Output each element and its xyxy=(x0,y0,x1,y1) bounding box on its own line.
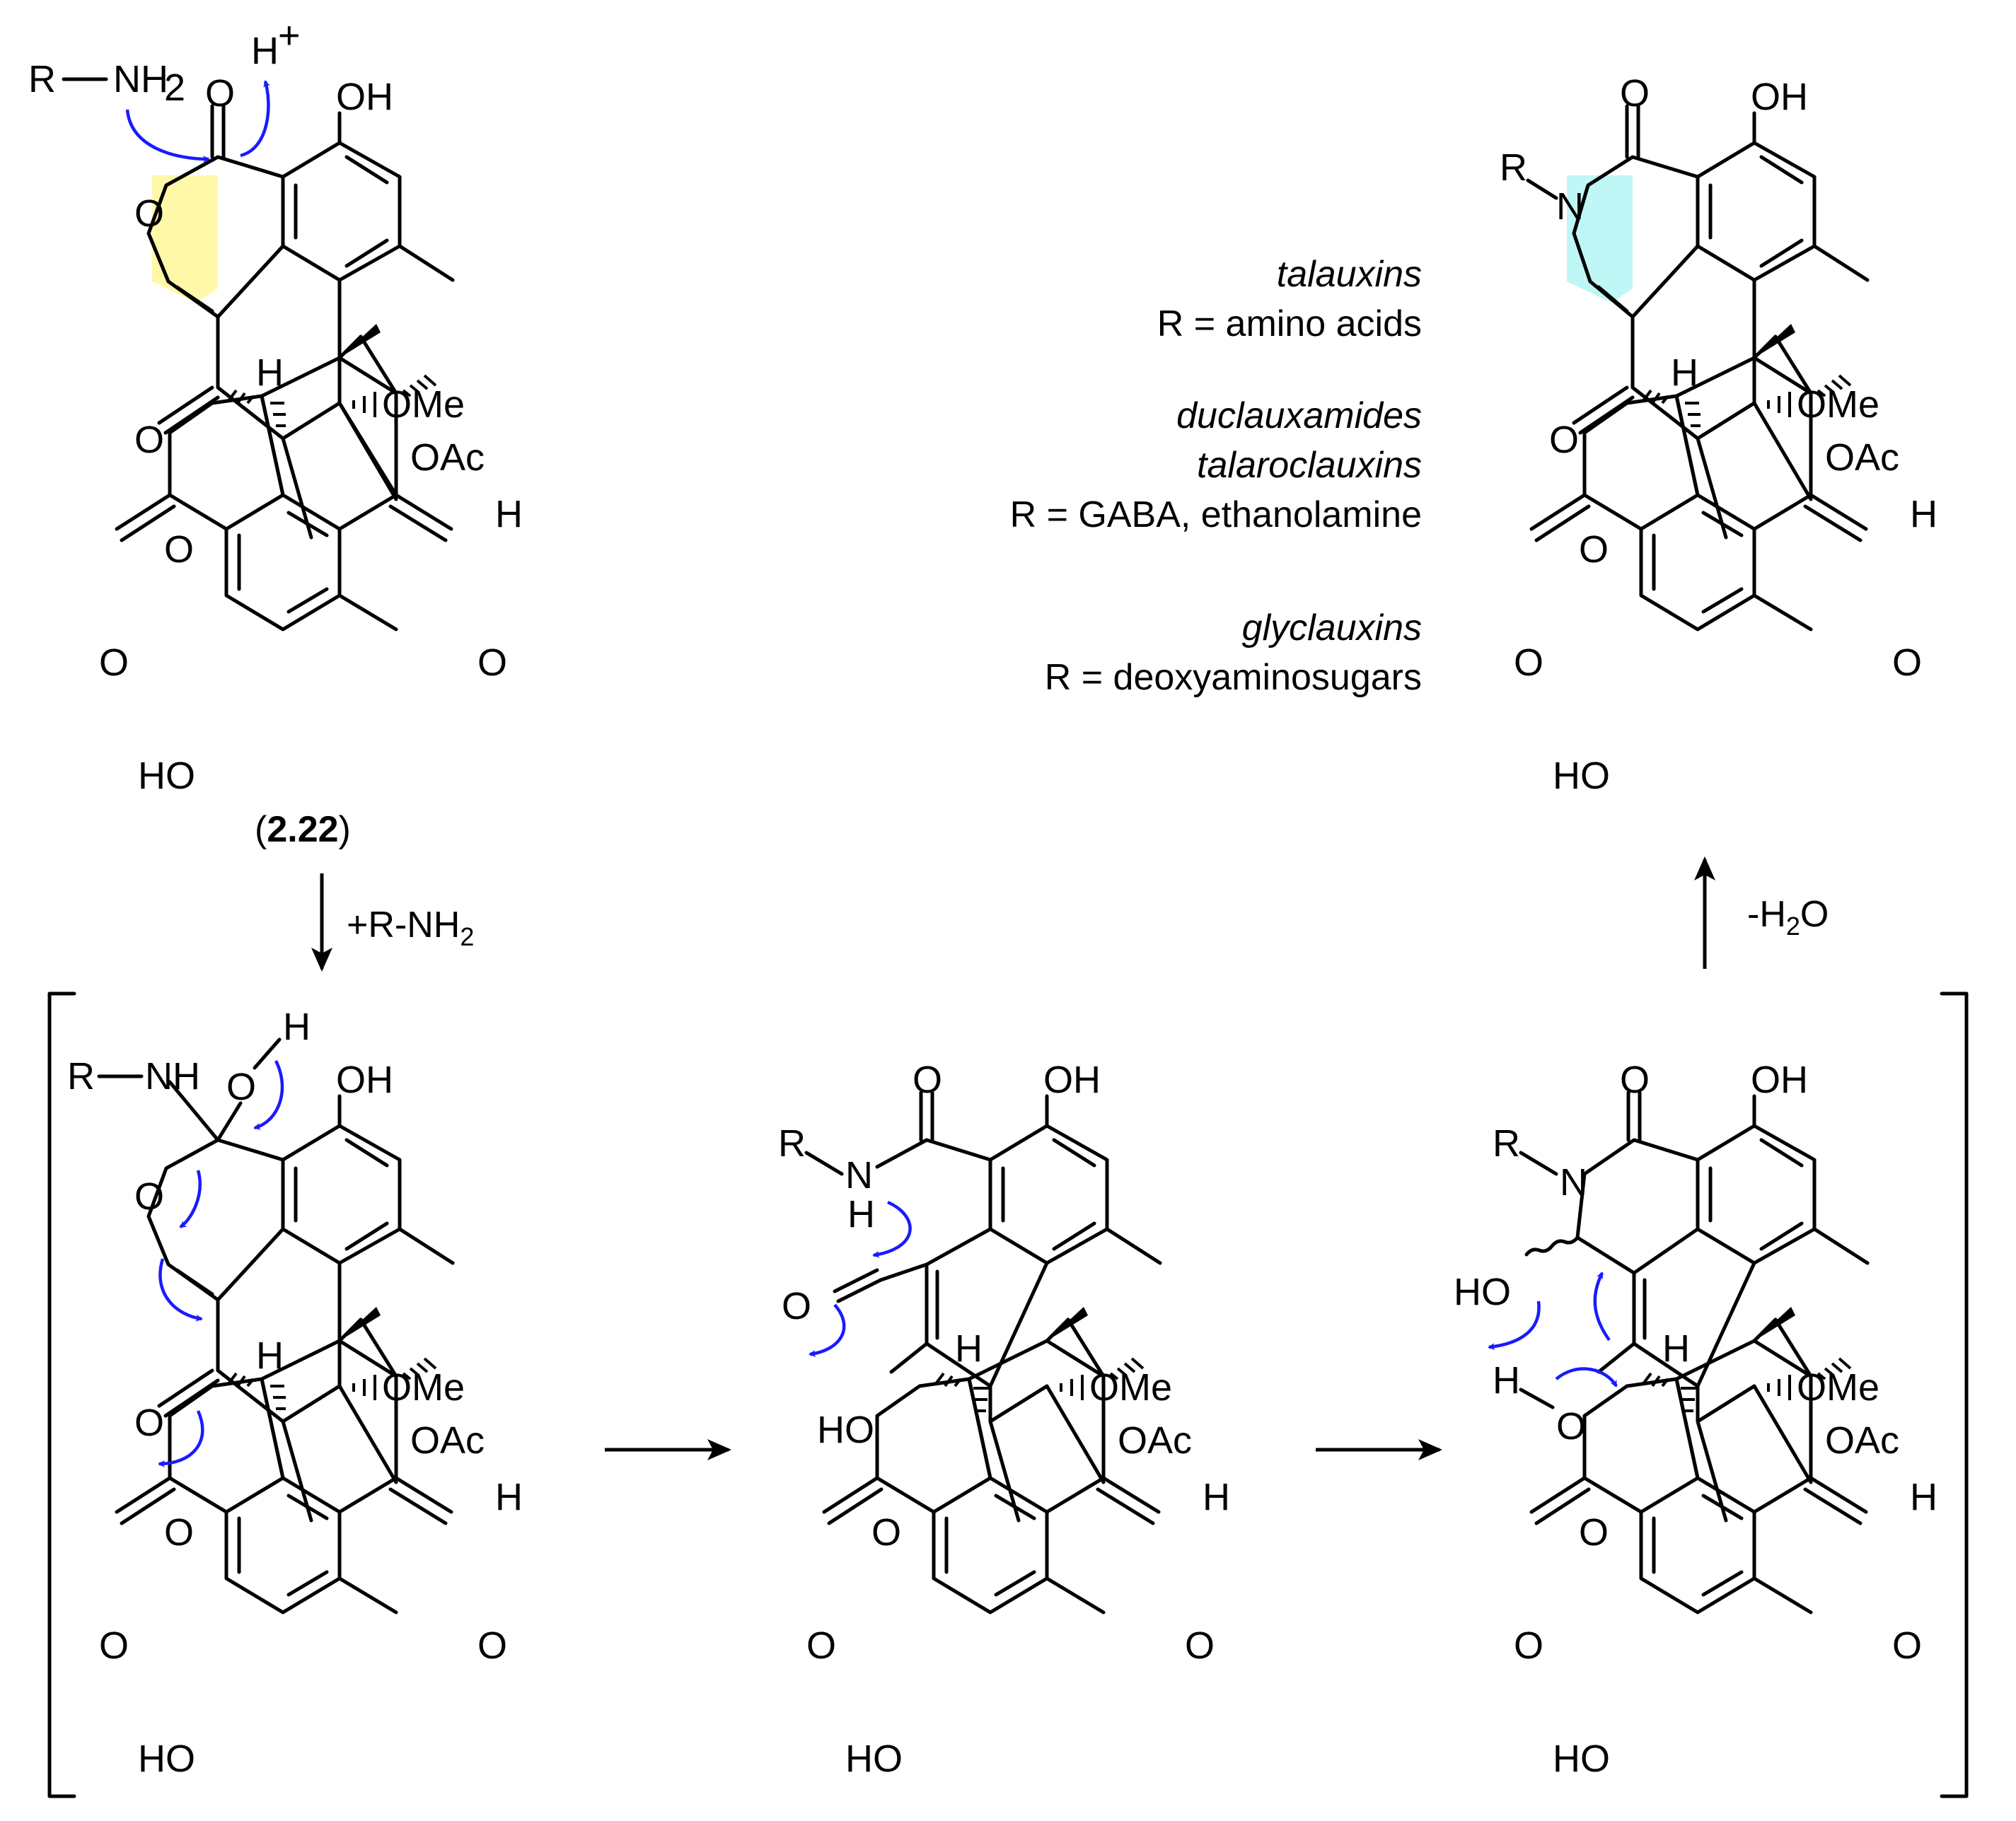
lactone-o-label: O xyxy=(1579,528,1609,571)
ho-label: HO xyxy=(1553,755,1610,797)
family-desc-glyclauxins: R = deoxyaminosugars xyxy=(1045,657,1422,698)
ome-label: OMe xyxy=(382,383,465,426)
oac-label: OAc xyxy=(410,1419,485,1462)
enol-o-label: O xyxy=(1556,1405,1586,1448)
ome-label: OMe xyxy=(1089,1366,1172,1409)
lactam-o-label: O xyxy=(1620,1059,1650,1101)
product-families: talauxins R = amino acids duclauxamides … xyxy=(1010,254,1422,698)
amide-h-label: H xyxy=(847,1193,875,1235)
proton-plus: + xyxy=(278,14,301,57)
ketone-o-label: O xyxy=(1892,1624,1922,1667)
r-label: R xyxy=(1493,1122,1520,1165)
family-name-talauxins: talauxins xyxy=(1277,254,1422,295)
amide-n-label: N xyxy=(845,1154,873,1197)
family-name-duclauxamides: duclauxamides xyxy=(1176,395,1422,436)
oh-label: OH xyxy=(1751,1059,1808,1101)
hemiaminal-ho-label: HO xyxy=(1454,1271,1511,1313)
lactone-co-label: O xyxy=(806,1624,836,1667)
left-bracket xyxy=(47,991,76,1798)
amide-o-label: O xyxy=(913,1059,942,1101)
product-structure: OH O R N O H OMe OAc H O O O HO xyxy=(1500,72,1937,797)
structure-2-22: OH O O O H OMe OAc H O O O HO R NH 2 H +… xyxy=(28,14,523,850)
intermediate-1: OH O H R NH O O H OMe OAc H O O O HO xyxy=(67,1006,523,1780)
step-1-label: +R-NH2 xyxy=(347,904,474,951)
aldehyde-o-label: O xyxy=(782,1285,811,1327)
hydroxyl-o-label: O xyxy=(226,1066,256,1108)
oac-label: OAc xyxy=(1118,1419,1192,1462)
r-label: R xyxy=(778,1122,806,1165)
ome-label: OMe xyxy=(1797,383,1879,426)
compound-label: (2.22) xyxy=(255,809,351,850)
lactone-co-label: O xyxy=(99,641,129,684)
h-label-2: H xyxy=(495,493,523,535)
family-desc-duclauxamides: R = GABA, ethanolamine xyxy=(1010,494,1422,535)
ketone-o-label: O xyxy=(1549,419,1579,461)
h-label-2: H xyxy=(1910,493,1937,535)
family-name-glyclauxins: glyclauxins xyxy=(1242,607,1422,648)
intermediate-2: OH O R N H O H HO OMe OAc H O O O HO xyxy=(778,1059,1230,1780)
h-label-2: H xyxy=(1203,1476,1230,1518)
hydroxyl-h-label: H xyxy=(283,1006,311,1048)
lactone-o-label: O xyxy=(164,1511,194,1554)
ketone-o-label: O xyxy=(134,419,164,461)
ring-o-label: O xyxy=(134,192,164,235)
h-label: H xyxy=(256,1334,284,1377)
ho-label: HO xyxy=(138,1738,195,1780)
lactam-n-label: N xyxy=(1560,1161,1587,1204)
ketone-o-label-2: O xyxy=(1892,641,1922,684)
step-4-label: -H2O xyxy=(1747,894,1829,941)
reagent-nh2-label: NH xyxy=(113,58,168,100)
h-label-2: H xyxy=(495,1476,523,1518)
family-name-talaroclauxins: talaroclauxins xyxy=(1197,445,1422,486)
r-label: R xyxy=(67,1055,95,1098)
right-bracket xyxy=(1940,991,1969,1798)
carbonyl-o-label: O xyxy=(205,72,235,115)
h-label: H xyxy=(1662,1327,1690,1370)
h-label: H xyxy=(256,351,284,394)
ring-o-label: O xyxy=(134,1175,164,1218)
reagent-nh2-sub: 2 xyxy=(164,66,185,109)
ome-label: OMe xyxy=(382,1366,465,1409)
oh-label: OH xyxy=(336,1059,393,1101)
family-desc-talauxins: R = amino acids xyxy=(1157,303,1422,344)
lactone-o-label: O xyxy=(871,1511,901,1554)
intermediate-3: OH O R N HO H H O OMe OAc H O O O HO xyxy=(1454,1059,1937,1780)
ketone-o-label: O xyxy=(1185,1624,1215,1667)
h-label: H xyxy=(1671,351,1698,394)
proton-label: H xyxy=(251,30,279,72)
ho-label: HO xyxy=(845,1738,903,1780)
reagent-r-label: R xyxy=(28,58,56,100)
lactone-o-label: O xyxy=(164,528,194,571)
ketone-o-label-2: O xyxy=(477,1624,507,1667)
lactone-co-label: O xyxy=(99,1624,129,1667)
lactone-co-label: O xyxy=(1514,641,1543,684)
lactam-n-label: N xyxy=(1556,185,1584,228)
enol-ho-label: HO xyxy=(817,1409,874,1451)
enol-h-label: H xyxy=(1493,1359,1520,1402)
lactone-co-label: O xyxy=(1514,1624,1543,1667)
ho-label: HO xyxy=(138,755,195,797)
lactone-o-label: O xyxy=(1579,1511,1609,1554)
oh-label: OH xyxy=(336,76,393,118)
ho-label: HO xyxy=(1553,1738,1610,1780)
oac-label: OAc xyxy=(1825,436,1899,479)
ketone-o-label-2: O xyxy=(477,641,507,684)
r-label: R xyxy=(1500,146,1527,189)
oh-label: OH xyxy=(1043,1059,1101,1101)
ketone-o-label: O xyxy=(134,1402,164,1444)
oac-label: OAc xyxy=(410,436,485,479)
oac-label: OAc xyxy=(1825,1419,1899,1462)
lactam-o-label: O xyxy=(1620,72,1650,115)
ome-label: OMe xyxy=(1797,1366,1879,1409)
nh-label: NH xyxy=(145,1055,200,1098)
oh-label: OH xyxy=(1751,76,1808,118)
h-label: H xyxy=(955,1327,983,1370)
h-label-2: H xyxy=(1910,1476,1937,1518)
